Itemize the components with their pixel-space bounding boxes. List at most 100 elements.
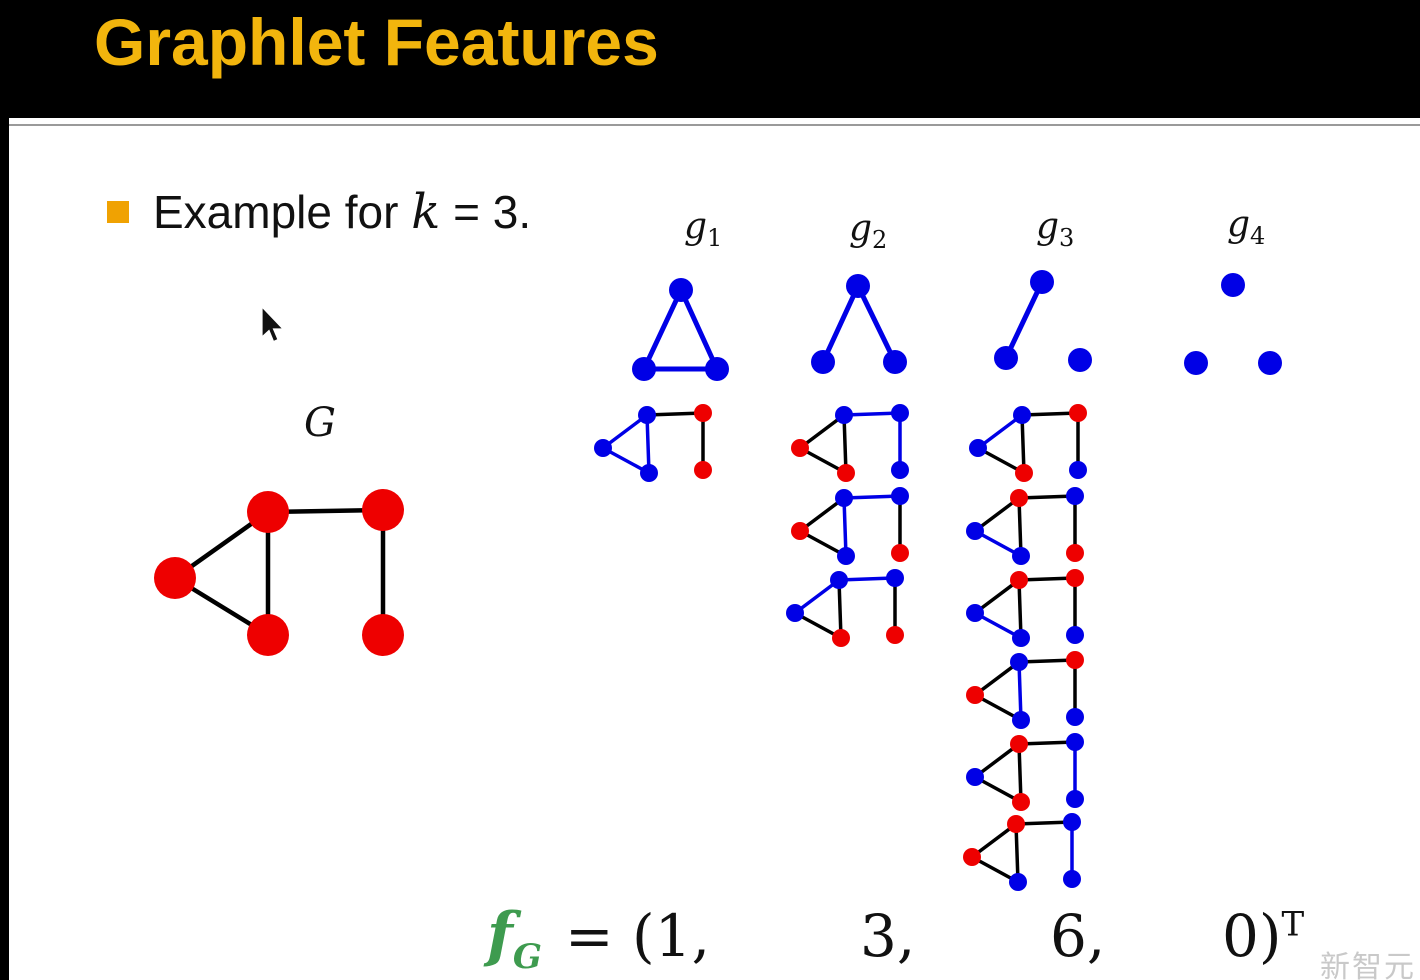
graph-node	[1012, 793, 1030, 811]
graph-node	[1010, 735, 1028, 753]
label-g1-sub: 1	[707, 224, 723, 253]
graph-node	[832, 629, 850, 647]
g1-instance-1	[594, 404, 712, 482]
graph-edge	[842, 496, 848, 558]
graph-edge	[837, 576, 897, 582]
graph-edge	[172, 509, 271, 581]
graph-node	[966, 604, 984, 622]
label-g3-base: g	[1036, 206, 1060, 247]
graph-node	[1015, 464, 1033, 482]
graph-node	[362, 614, 404, 656]
g2-instance-1	[791, 404, 909, 482]
graph-node	[1010, 489, 1028, 507]
formula-value-4: 0)T	[1222, 902, 1304, 970]
graph-node	[994, 346, 1018, 370]
graph-node	[640, 464, 658, 482]
graph-node	[1066, 626, 1084, 644]
graph-edge	[1017, 660, 1023, 722]
graph-node	[835, 406, 853, 424]
graph-edge	[837, 578, 843, 640]
graph-node	[1013, 406, 1031, 424]
graph-node	[1069, 461, 1087, 479]
graph-node	[694, 404, 712, 422]
graph-edge	[1017, 578, 1023, 640]
graph-edge	[798, 496, 846, 533]
bullet-suffix: = 3.	[440, 186, 532, 238]
graph-node	[638, 406, 656, 424]
header-separator	[0, 124, 1420, 126]
graph-edge	[1003, 279, 1045, 361]
graph-node	[830, 571, 848, 589]
graph-node	[963, 848, 981, 866]
graph-node	[1012, 629, 1030, 647]
graph-node	[891, 404, 909, 422]
graph-node	[835, 489, 853, 507]
graph-edge	[1017, 742, 1023, 804]
graph-node	[705, 357, 729, 381]
label-G: G	[304, 400, 336, 446]
label-g3: g3	[1036, 206, 1074, 252]
graph-edge	[973, 742, 1021, 779]
graph-edge	[798, 529, 848, 558]
graph-node	[694, 461, 712, 479]
g3-instance-6	[963, 813, 1081, 891]
graph-node	[1066, 544, 1084, 562]
graph-edge	[976, 413, 1024, 450]
graph-node	[1069, 404, 1087, 422]
graphlet-g1-triangle	[632, 278, 729, 381]
mouse-cursor	[261, 306, 285, 343]
graph-edge	[842, 413, 848, 475]
bullet-marker	[107, 201, 129, 223]
graph-node	[1063, 870, 1081, 888]
graph-edge	[973, 578, 1021, 615]
graph-edge	[820, 283, 861, 365]
graph-edge	[793, 611, 843, 640]
graph-node	[1221, 273, 1245, 297]
graph-node	[1030, 270, 1054, 294]
graph-node	[837, 547, 855, 565]
graph-node	[1066, 487, 1084, 505]
graphlet-g4-empty	[1184, 273, 1282, 375]
graph-node	[891, 544, 909, 562]
graph-edge	[973, 529, 1023, 558]
label-g1: g1	[684, 206, 722, 252]
label-g3-sub: 3	[1059, 224, 1075, 253]
left-border	[0, 0, 9, 980]
label-g4-sub: 4	[1250, 222, 1266, 251]
graph-edge	[973, 775, 1023, 804]
graph-node	[669, 278, 693, 302]
cursor-arrow	[261, 306, 285, 343]
graph-edge	[1017, 496, 1023, 558]
math-var-k: k	[411, 184, 441, 240]
graph-node	[154, 557, 196, 599]
formula-close: 0)	[1222, 902, 1282, 970]
label-g2-sub: 2	[872, 226, 888, 255]
graph-node	[594, 439, 612, 457]
label-g4-base: g	[1227, 204, 1251, 245]
g3-instance-4	[966, 651, 1084, 729]
watermark: 新智元	[1320, 951, 1416, 980]
graph-node	[1007, 815, 1025, 833]
graph-edge	[855, 283, 898, 365]
graph-node	[1068, 348, 1092, 372]
graph-node	[247, 614, 289, 656]
label-g4: g4	[1227, 204, 1265, 250]
graph-node	[969, 439, 987, 457]
graph-edge	[970, 855, 1020, 884]
graph-edge	[976, 446, 1026, 475]
formula-value-3: 6,	[1050, 902, 1106, 970]
graph-node	[1012, 547, 1030, 565]
graph-edge	[793, 578, 841, 615]
graph-edge	[645, 411, 705, 417]
bullet-text: Example for k = 3.	[153, 184, 531, 240]
graph-edge	[798, 446, 848, 475]
graph-node	[1184, 351, 1208, 375]
graph-node	[362, 489, 404, 531]
graph-edge	[601, 413, 649, 450]
graph-edge	[265, 507, 386, 515]
graph-edge	[973, 693, 1023, 722]
graph-node	[883, 350, 907, 374]
formula-f-subscript: G	[512, 937, 542, 977]
graph-node	[1258, 351, 1282, 375]
title-bar: Graphlet Features	[0, 0, 1420, 118]
